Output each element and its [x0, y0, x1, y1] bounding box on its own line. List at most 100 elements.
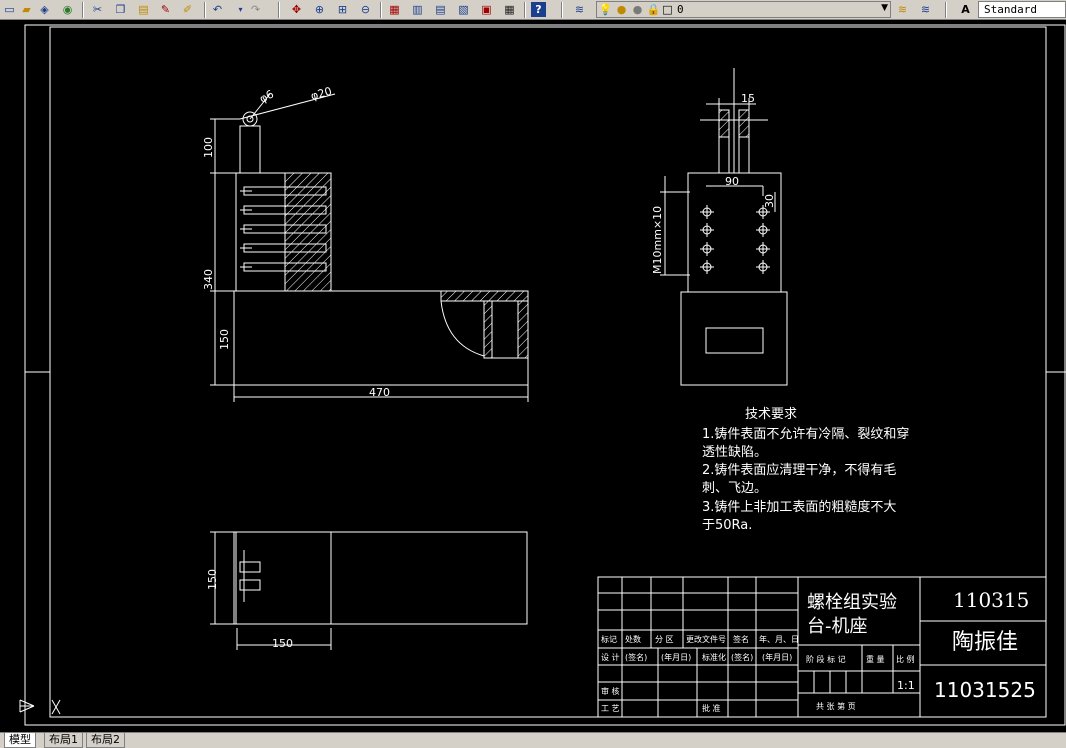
tab-layout1[interactable]: 布局1 — [44, 733, 83, 748]
tab-model[interactable]: 模型 — [4, 733, 36, 748]
side-bolt-marks — [700, 205, 770, 274]
dim-30: 30 — [763, 194, 776, 208]
toolbar-separator — [278, 2, 280, 18]
sun-icon: ● — [616, 3, 627, 16]
side-view — [660, 68, 788, 386]
dim-15: 15 — [741, 92, 755, 105]
paste-icon[interactable]: ▤ — [138, 3, 149, 16]
toolbar-separator — [380, 2, 382, 18]
standardization-signature: (签名) — [731, 652, 753, 662]
author-name: 陶振佳 — [952, 630, 1018, 655]
toolbar-separator — [945, 2, 947, 18]
redo-icon[interactable]: ↷ — [250, 3, 261, 16]
header-count: 处数 — [625, 634, 641, 644]
undo-icon[interactable]: ↶ — [212, 3, 223, 16]
text-style-dropdown[interactable]: Standard — [978, 1, 1066, 18]
tech-note-line: 2.铸件表面应清理干净，不得有毛 — [702, 462, 896, 478]
drawing-code-top: 110315 — [953, 588, 1029, 612]
dim-90: 90 — [725, 175, 739, 188]
layer-manager-icon[interactable]: ≋ — [574, 3, 585, 16]
side-window — [705, 327, 764, 354]
sheets-label: 共 张 第 页 — [816, 701, 856, 711]
dim-bolt-spec: M10mm×10 — [651, 206, 664, 274]
light-icon: 💡 — [598, 3, 613, 16]
properties-icon[interactable]: ▦ — [389, 3, 400, 16]
header-date: 年、月、日 — [759, 634, 799, 644]
design-center-icon[interactable]: ▥ — [412, 3, 423, 16]
dim-150-side: 150 — [218, 329, 231, 350]
dim-150-plan-v: 150 — [206, 569, 219, 590]
lock-icon: 🔒 — [646, 3, 661, 16]
tool-palettes-icon[interactable]: ▤ — [435, 3, 446, 16]
zoom-previous-icon[interactable]: ⊖ — [360, 3, 371, 16]
weight-label: 重 量 — [866, 654, 885, 664]
standardization-label: 标准化 — [702, 652, 726, 662]
drawing-canvas[interactable]: φ6 φ20 100 340 150 470 15 90 30 M10mm×10… — [0, 20, 1066, 732]
front-view — [210, 93, 529, 402]
dim-phi20: φ20 — [309, 85, 333, 103]
process-label: 工 艺 — [601, 704, 620, 713]
cut-icon[interactable]: ✂ — [92, 3, 103, 16]
color-icon: □ — [662, 3, 673, 16]
title-block-lines — [597, 576, 1047, 718]
layer-name: 0 — [677, 3, 684, 16]
markup-icon[interactable]: ▣ — [481, 3, 492, 16]
chevron-down-icon[interactable]: ▼ — [881, 3, 888, 13]
bolt-holes — [240, 186, 327, 272]
layer-previous-icon[interactable]: ≋ — [920, 3, 931, 16]
save-icon[interactable]: ◈ — [40, 3, 49, 16]
drawing-code-bottom: 11031525 — [934, 678, 1036, 702]
ring-circle — [242, 111, 258, 127]
title-block-text: 螺栓组实验 台-机座 110315 陶振佳 11031525 1:1 标记 处数… — [601, 588, 1036, 713]
standard-toolbar: ▭ ▰ ◈ ◉ ✂ ❐ ▤ ✎ ✐ ↶ ▾ ↷ ✥ ⊕ ⊞ ⊖ ▦ ▥ ▤ ▧ … — [0, 0, 1066, 20]
dim-phi6: φ6 — [257, 87, 276, 105]
help-icon[interactable]: ? — [531, 2, 546, 17]
dim-100: 100 — [202, 137, 215, 158]
layer-dropdown[interactable]: 💡 ● ● 🔒 □ 0 ▼ — [596, 1, 891, 18]
standardization-date: (年月日) — [762, 652, 792, 662]
dim-340: 340 — [202, 269, 215, 290]
open-icon[interactable]: ▰ — [22, 3, 31, 16]
new-icon[interactable]: ▭ — [4, 3, 15, 16]
match-prop-icon[interactable]: ✎ — [160, 3, 171, 16]
header-zone: 分 区 — [655, 635, 674, 644]
copy-icon[interactable]: ❐ — [115, 3, 126, 16]
plot-icon[interactable]: ◉ — [62, 3, 73, 16]
tech-note-line: 刺、飞边。 — [702, 481, 767, 496]
toolbar-separator — [524, 2, 526, 18]
sheet-set-icon[interactable]: ▧ — [458, 3, 469, 16]
design-date: (年月日) — [661, 652, 691, 662]
upright-hatch — [284, 172, 332, 292]
brush-icon[interactable]: ✐ — [182, 3, 193, 16]
plan-view — [210, 531, 528, 650]
dim-470: 470 — [369, 386, 390, 399]
tech-note-line: 1.铸件表面不允许有冷隔、裂纹和穿 — [702, 426, 909, 442]
sheet-outer-border — [24, 24, 1066, 726]
tech-note-line: 3.铸件上非加工表面的粗糙度不大 — [702, 499, 896, 515]
tech-notes-title: 技术要求 — [745, 407, 797, 422]
zoom-window-icon[interactable]: ⊞ — [337, 3, 348, 16]
pan-icon[interactable]: ✥ — [291, 3, 302, 16]
scale-value: 1:1 — [897, 679, 915, 692]
header-change-doc: 更改文件号 — [686, 634, 726, 644]
tech-note-line: 透性缺陷。 — [702, 445, 767, 460]
design-signature: (签名) — [625, 652, 647, 662]
toolbar-separator — [204, 2, 206, 18]
header-mark: 标记 — [601, 634, 617, 644]
calculator-icon[interactable]: ▦ — [504, 3, 515, 16]
approve-label: 批 准 — [702, 703, 721, 713]
zoom-realtime-icon[interactable]: ⊕ — [314, 3, 325, 16]
design-label: 设 计 — [601, 652, 620, 662]
plan-outline — [233, 531, 528, 625]
text-style-icon[interactable]: A — [961, 3, 970, 16]
tech-note-line: 于50Ra. — [702, 518, 752, 533]
header-signature: 签名 — [733, 634, 749, 644]
undo-dropdown-icon[interactable]: ▾ — [238, 5, 243, 14]
stage-mark-label: 阶 段 标 记 — [806, 654, 846, 664]
toolbar-separator — [561, 2, 563, 18]
review-label: 审 核 — [601, 686, 620, 696]
tab-layout2[interactable]: 布局2 — [86, 733, 125, 748]
ucs-icon — [19, 699, 61, 715]
drawing-name-line1: 螺栓组实验 — [807, 592, 897, 613]
make-current-icon[interactable]: ≋ — [897, 3, 908, 16]
